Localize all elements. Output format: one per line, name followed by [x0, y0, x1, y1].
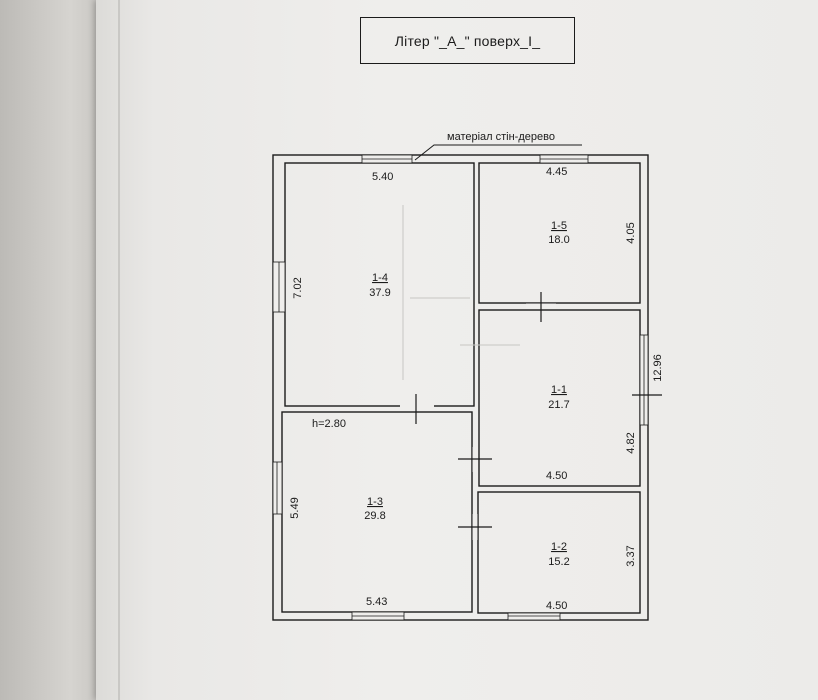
windows: [272, 154, 649, 621]
room-1-4-height: 7.02: [292, 277, 304, 298]
room-1-1-outline: [478, 309, 641, 487]
room-1-3-id: 1-3: [367, 496, 383, 508]
room-1-2-area: 15.2: [548, 556, 569, 568]
room-1-3-height: 5.49: [289, 497, 301, 518]
room-1-2-width: 4.50: [546, 600, 567, 612]
material-note: матеріал стін-дерево: [447, 131, 555, 143]
room-1-4-id: 1-4: [372, 272, 388, 284]
header-title-box: Літер "_А_" поверх_І_: [360, 17, 575, 64]
room-1-5-outline: [478, 162, 641, 304]
room-1-5-id: 1-5: [551, 220, 567, 232]
page-fold: [118, 0, 120, 700]
room-1-4-width: 5.40: [372, 171, 393, 183]
room-1-1-id: 1-1: [551, 384, 567, 396]
room-1-4-outline: [284, 162, 475, 407]
room-1-5-height: 4.05: [625, 222, 637, 243]
material-leader: [414, 144, 582, 161]
window-bottom-1-2: [507, 612, 561, 621]
window-left-1-3: [272, 461, 283, 515]
desk-background: [0, 0, 100, 700]
bleed-through: [402, 205, 520, 380]
room-1-1-width: 4.50: [546, 470, 567, 482]
room-1-5-area: 18.0: [548, 234, 569, 246]
room-1-2-height: 3.37: [625, 545, 637, 566]
room-1-3-area: 29.8: [364, 510, 385, 522]
room-1-3-width: 5.43: [366, 596, 387, 608]
room-1-4-area: 37.9: [369, 287, 390, 299]
header-title: Літер "_А_" поверх_І_: [394, 32, 541, 49]
outer-wall-outer: [272, 154, 649, 621]
document-page: [96, 0, 818, 700]
overall-length: 12.96: [652, 354, 664, 382]
room-1-2-id: 1-2: [551, 541, 567, 553]
room-1-5-width: 4.45: [546, 166, 567, 178]
height-note: h=2.80: [312, 418, 346, 430]
room-1-1-area: 21.7: [548, 399, 569, 411]
room-1-1-height: 4.82: [625, 432, 637, 453]
doors: [400, 292, 662, 540]
